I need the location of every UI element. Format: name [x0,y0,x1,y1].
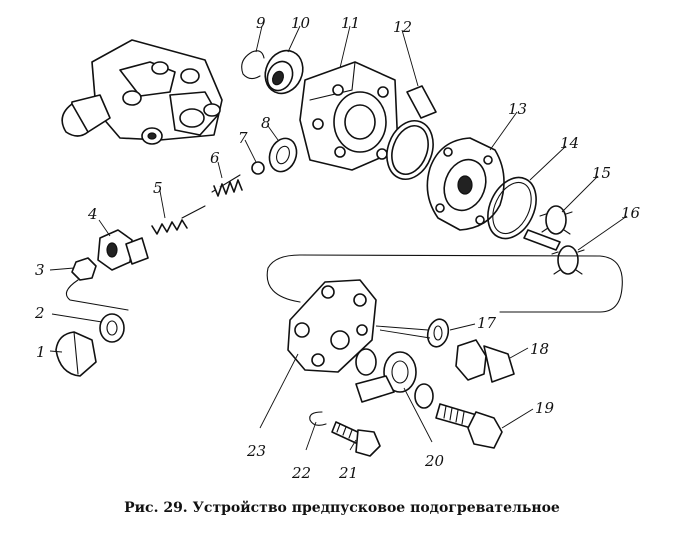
callout-17: 17 [477,314,497,332]
fitting-4 [97,229,149,271]
o-ring-14 [487,176,537,240]
gear-15 [523,205,573,251]
banjo-fitting-20 [355,348,434,409]
callout-20: 20 [424,452,445,470]
housing-11 [299,61,399,171]
pin-12 [406,85,437,119]
callout-22: 22 [291,464,311,482]
callout-4: 4 [87,205,98,223]
callout-11: 11 [341,14,360,32]
flange-plate-13 [426,137,505,231]
callout-9: 9 [256,14,266,32]
snap-ring-9 [241,50,265,80]
callout-5: 5 [153,179,163,197]
bearing-10 [264,49,304,95]
gear-16 [551,245,585,275]
ball-7 [251,161,265,175]
figure-caption: Рис. 29. Устройство предпусковое подогре… [124,500,560,516]
callout-13: 13 [508,100,527,118]
callout-15: 15 [592,164,611,182]
nut-3 [71,257,97,281]
spring-5 [151,205,206,235]
washer-8 [268,137,298,173]
callout-8: 8 [261,114,271,132]
cap-nut-1 [55,331,97,377]
washer-17 [426,318,450,348]
assembled-heater-unit [61,39,223,145]
clip-22 [309,411,327,426]
callout-6: 6 [210,149,220,167]
callout-3: 3 [35,261,45,279]
lock-wire [65,279,129,311]
callout-16: 16 [621,204,641,222]
callout-7: 7 [238,129,248,147]
leader-lines [49,25,628,451]
callout-18: 18 [530,340,549,358]
callout-10: 10 [291,14,311,32]
bolt-19 [435,403,503,449]
lock-wire-long [266,254,623,313]
callout-2: 2 [34,304,45,322]
callout-21: 21 [338,464,358,482]
cover-23 [287,279,377,373]
washer-2 [99,313,125,343]
callout-23: 23 [246,442,266,460]
callout-19: 19 [535,399,555,417]
callout-14: 14 [560,134,579,152]
spring-6 [211,174,243,197]
callout-12: 12 [393,18,412,36]
fitting-18 [455,339,515,383]
screw-21 [331,421,381,457]
callout-1: 1 [36,343,46,361]
